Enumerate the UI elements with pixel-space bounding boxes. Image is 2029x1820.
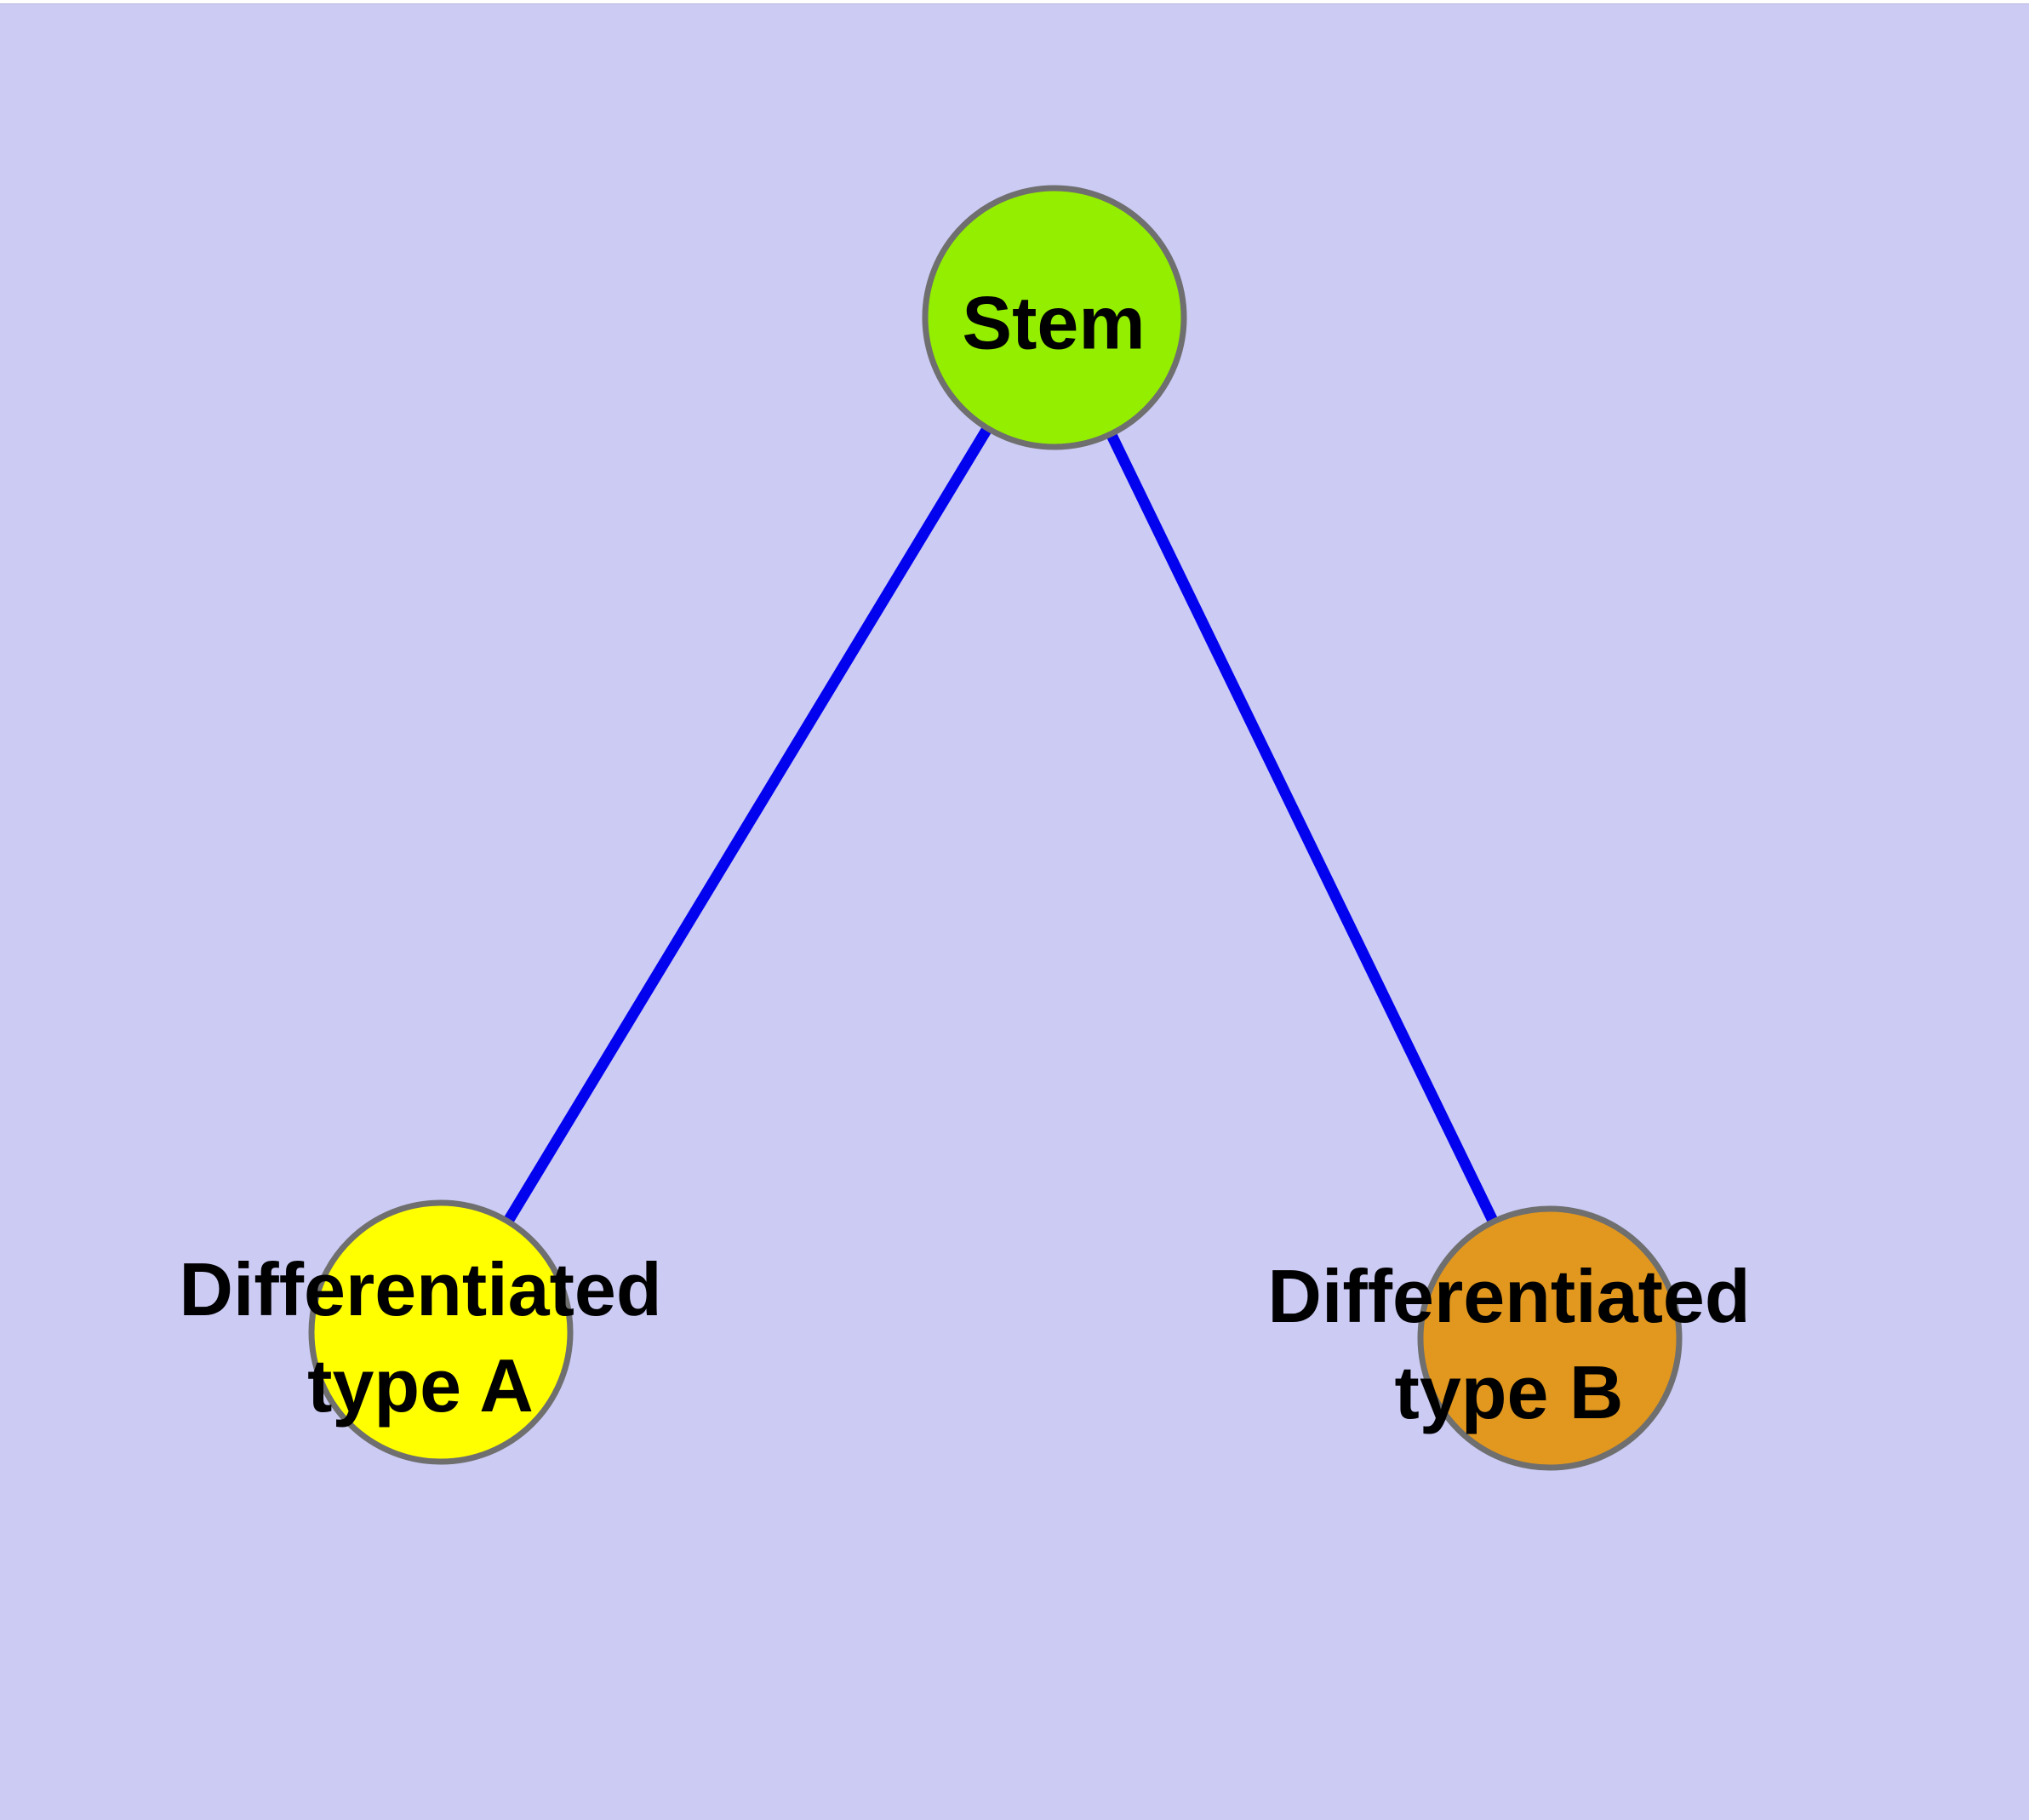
edge-stem-to-differentiated-type-b	[1049, 315, 1555, 1341]
node-layer	[308, 185, 1683, 1471]
node-differentiated-type-b	[1417, 1205, 1683, 1471]
node-stem	[922, 185, 1187, 450]
node-differentiated-type-a	[308, 1199, 574, 1465]
edge-layer	[436, 314, 1555, 1341]
edge-stem-to-differentiated-type-a	[436, 314, 1060, 1336]
